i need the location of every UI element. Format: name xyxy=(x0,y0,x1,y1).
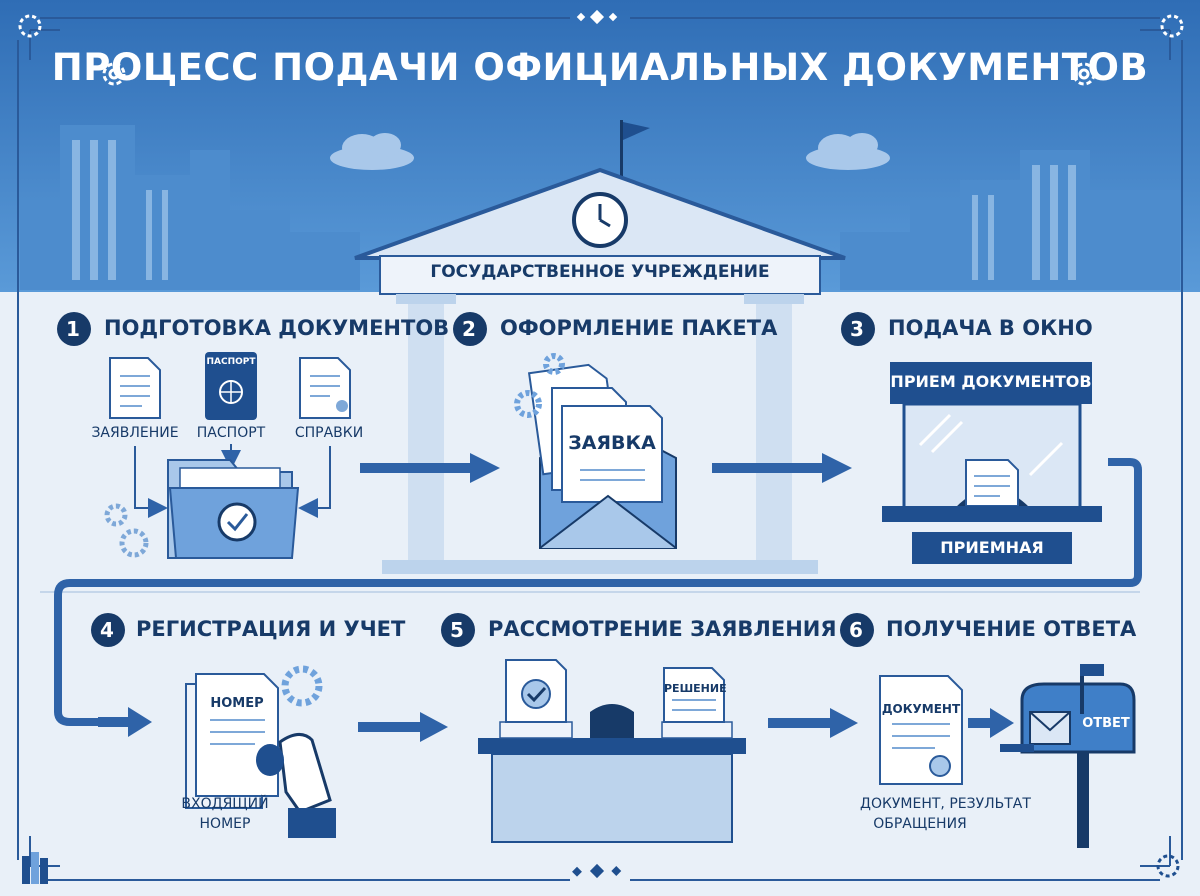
passport-icon xyxy=(205,352,257,420)
skyline-windows xyxy=(72,140,1076,280)
row-wrap-connector xyxy=(54,458,1142,726)
envelope-icon xyxy=(527,363,677,549)
application-label: ЗАЯВЛЕНИЕ xyxy=(91,425,179,441)
number-doc-label: НОМЕР xyxy=(210,696,264,711)
flow-arrows xyxy=(98,453,1014,742)
cloud-icon xyxy=(330,133,890,170)
passport-label: ПАСПОРТ xyxy=(196,425,266,441)
step4-gear-icon xyxy=(281,665,323,707)
response-doc-icon xyxy=(879,675,963,785)
gears-icon xyxy=(104,503,149,558)
frame-ornament-bottom xyxy=(572,863,622,879)
response-doc-label: ДОКУМЕНТ xyxy=(881,702,961,716)
mailbox-label: ОТВЕТ xyxy=(1082,716,1130,731)
window-sign-label: ПРИЕМ ДОКУМЕНТОВ xyxy=(890,372,1092,391)
step-number-badges xyxy=(57,312,875,647)
certificates-label: СПРАВКИ xyxy=(294,425,364,441)
certificates-doc-icon xyxy=(299,357,351,419)
institution-label: ГОСУДАРСТВЕННОЕ УЧРЕЖДЕНИЕ xyxy=(430,262,770,282)
step-title: ПОДАЧА В ОКНО xyxy=(888,316,1093,340)
page-title: ПРОЦЕСС ПОДАЧИ ОФИЦИАЛЬНЫХ ДОКУМЕНТОВ xyxy=(51,46,1149,89)
passport-cover-label: ПАСПОРТ xyxy=(206,357,256,367)
step-number: 4 xyxy=(100,618,114,642)
government-building xyxy=(354,120,846,574)
step2-gears-icon xyxy=(514,353,565,418)
step-number: 6 xyxy=(849,618,863,642)
step-title: РАССМОТРЕНИЕ ЗАЯВЛЕНИЯ xyxy=(488,617,837,641)
step1-connector-lines xyxy=(134,444,331,518)
step-title: РЕГИСТРАЦИЯ И УЧЕТ xyxy=(136,617,406,641)
step-title: ОФОРМЛЕНИЕ ПАКЕТА xyxy=(500,316,778,340)
application-doc-label: ЗАЯВКА xyxy=(568,432,656,454)
reception-window xyxy=(882,362,1102,564)
step-title: ПОЛУЧЕНИЕ ОТВЕТА xyxy=(886,617,1137,641)
decorative-frame xyxy=(17,17,1183,881)
step-number: 3 xyxy=(850,317,864,341)
step-number: 5 xyxy=(450,618,464,642)
reception-label: ПРИЕМНАЯ xyxy=(940,538,1044,557)
step-title: ПОДГОТОВКА ДОКУМЕНТОВ xyxy=(104,316,450,340)
mailbox-icon xyxy=(1000,664,1136,848)
result-caption: ОБРАЩЕНИЯ xyxy=(873,816,967,832)
stamp-hand-icon xyxy=(256,733,336,838)
step-number: 1 xyxy=(66,317,80,341)
result-caption: ДОКУМЕНТ, РЕЗУЛЬТАТ xyxy=(860,796,1031,812)
incoming-number-caption: ВХОДЯЩИЙ xyxy=(181,796,269,812)
gear-icon xyxy=(18,14,1184,878)
decision-doc-label: РЕШЕНИЕ xyxy=(664,682,727,695)
incoming-number-caption: НОМЕР xyxy=(199,816,251,832)
books-icon xyxy=(22,852,48,884)
folder-check-icon xyxy=(167,459,300,559)
title-gear-icon xyxy=(102,62,1096,86)
application-doc-icon xyxy=(109,357,161,419)
desk-icon xyxy=(478,659,746,843)
registration-doc-icon xyxy=(185,673,279,809)
step-number: 2 xyxy=(462,317,476,341)
